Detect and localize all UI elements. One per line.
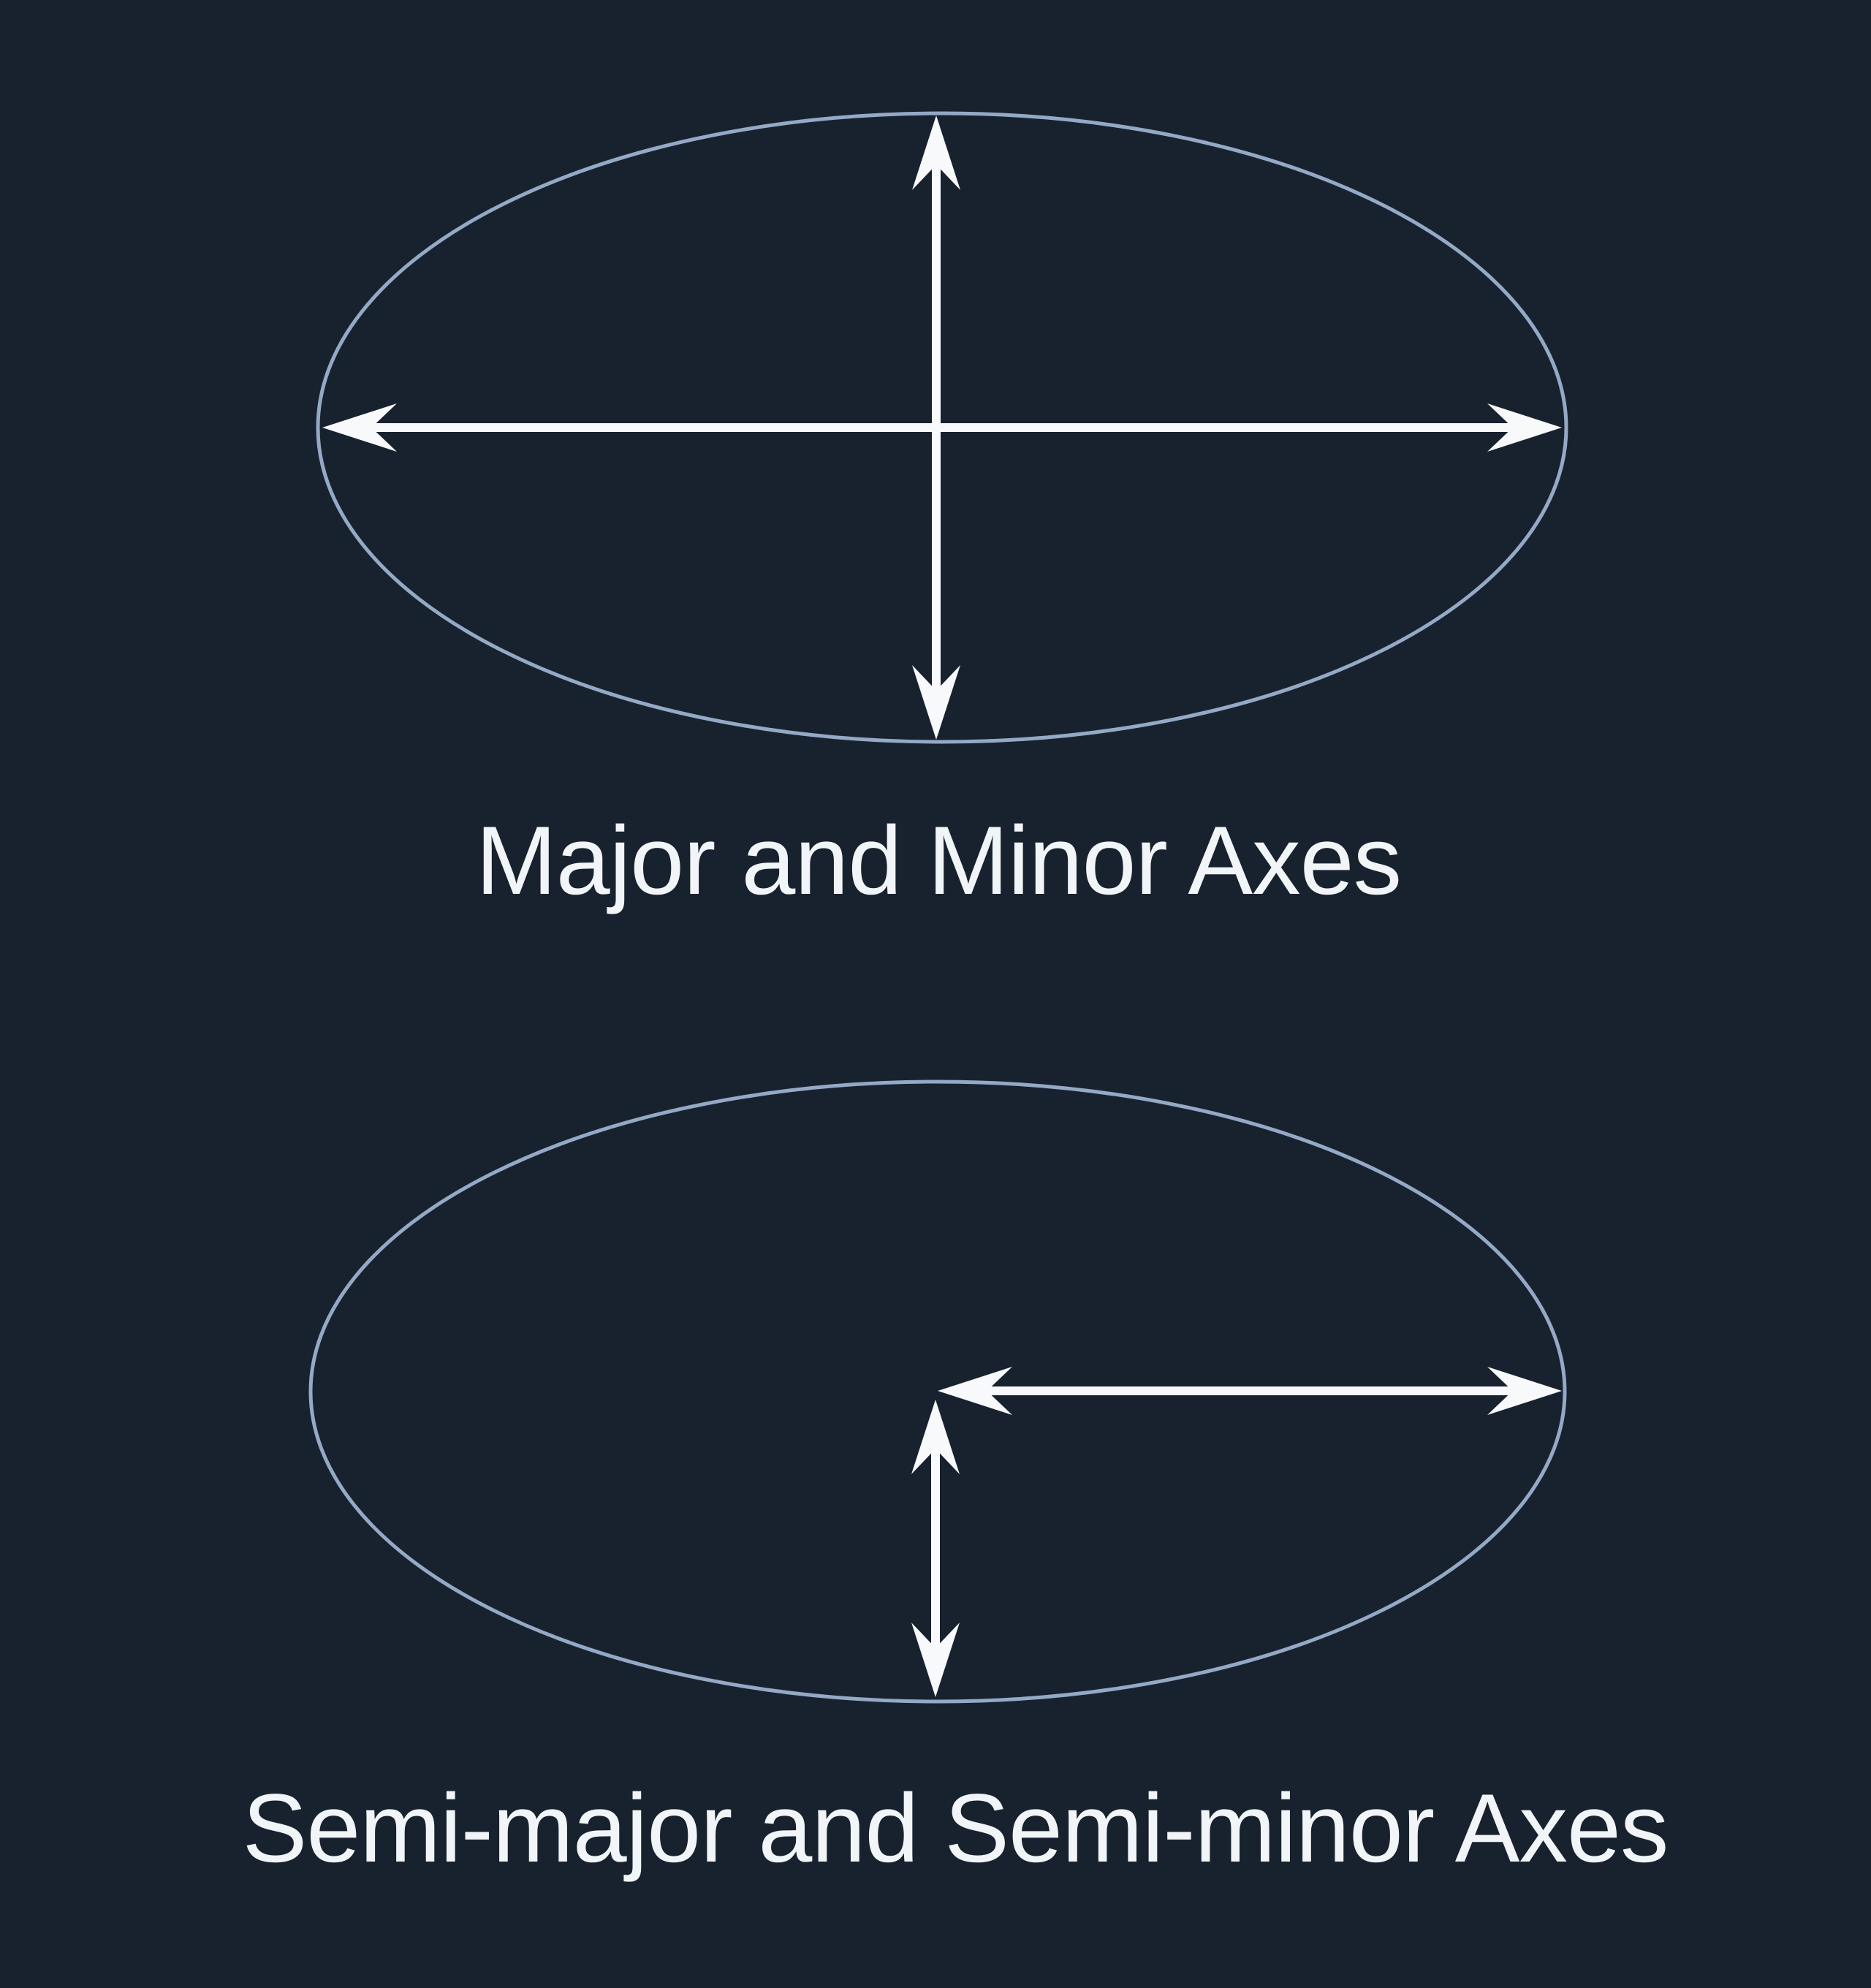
- minor-axis-arrow: [912, 115, 960, 740]
- figure-label-major-minor: Major and Minor Axes: [476, 807, 1401, 915]
- ellipse-major-minor: [316, 111, 1568, 744]
- ellipse-semi-major-minor: [308, 1080, 1567, 1704]
- major-axis-arrow: [322, 403, 1562, 452]
- arrowhead: [912, 115, 960, 190]
- arrowhead: [911, 1400, 960, 1474]
- semi-minor-axis-arrow: [911, 1400, 960, 1697]
- figure-semi-major-minor: Semi-major and Semi-minor Axes: [243, 1080, 1669, 1883]
- axes-arrows-major-minor: [322, 115, 1562, 740]
- axes-arrows-semi-major-minor: [911, 1367, 1562, 1697]
- semi-major-axis-arrow: [938, 1367, 1562, 1415]
- arrowhead: [911, 1623, 960, 1697]
- figure-major-minor: Major and Minor Axes: [316, 111, 1568, 915]
- figure-label-semi-major-minor: Semi-major and Semi-minor Axes: [243, 1775, 1669, 1883]
- arrowhead: [322, 403, 397, 452]
- arrowhead: [1487, 403, 1562, 452]
- arrowhead: [938, 1367, 1012, 1415]
- arrowhead: [1487, 1367, 1562, 1415]
- arrowhead: [912, 665, 960, 740]
